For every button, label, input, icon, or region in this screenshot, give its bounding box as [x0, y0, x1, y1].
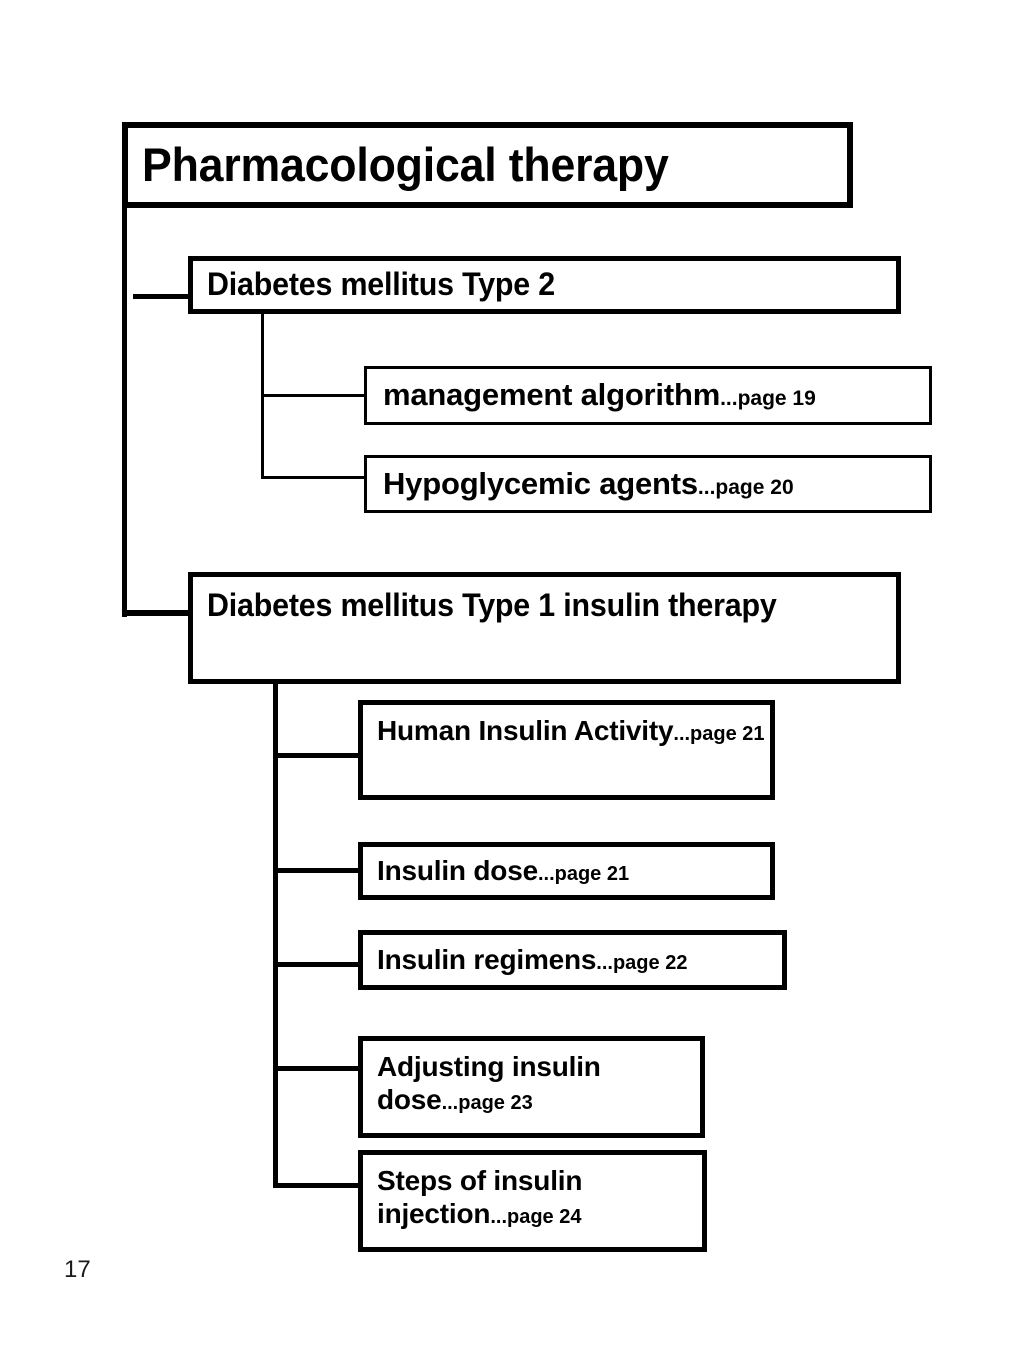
- node-label: Diabetes mellitus Type 2: [207, 266, 555, 303]
- connector-stub-insulin-regimens: [273, 962, 361, 967]
- node-label: Pharmacological therapy: [142, 138, 669, 192]
- page-reference: ...page 22: [596, 952, 688, 975]
- connector-stub-management-algorithm: [261, 394, 367, 397]
- node-adjusting-insulin-dose[interactable]: Adjusting insulin dose...page 23: [358, 1036, 705, 1138]
- node-label-wrap: Human Insulin Activity...page 21: [377, 714, 770, 747]
- page-reference: ...page 19: [720, 387, 816, 411]
- node-label-wrap: Adjusting insulin dose...page 23: [377, 1050, 700, 1116]
- node-pharmacological-therapy[interactable]: Pharmacological therapy: [122, 122, 853, 208]
- node-management-algorithm[interactable]: management algorithm...page 19: [364, 366, 932, 425]
- connector-type1-trunk: [273, 683, 278, 1188]
- node-diabetes-mellitus-type-1-insulin-therapy[interactable]: Diabetes mellitus Type 1 insulin therapy: [188, 572, 901, 684]
- node-label: Adjusting insulin dose: [377, 1051, 601, 1116]
- node-label-wrap: Hypoglycemic agents...page 20: [383, 466, 929, 503]
- page-reference: ...page 24: [490, 1206, 582, 1229]
- page-reference: ...page 23: [441, 1092, 533, 1115]
- connector-stub-hypoglycemic-agents: [261, 476, 367, 479]
- connector-stub-adjusting-insulin-dose: [273, 1066, 361, 1071]
- node-label: Insulin dose: [377, 855, 538, 887]
- node-label: Steps of insulin injection: [377, 1165, 583, 1230]
- connector-root-trunk: [122, 207, 127, 617]
- node-hypoglycemic-agents[interactable]: Hypoglycemic agents...page 20: [364, 455, 932, 513]
- node-label: management algorithm: [383, 377, 721, 413]
- page-reference: ...page 20: [697, 475, 794, 499]
- node-diabetes-mellitus-type-2[interactable]: Diabetes mellitus Type 2: [188, 256, 901, 314]
- node-label: Human Insulin Activity: [377, 715, 674, 746]
- node-label: Hypoglycemic agents: [383, 465, 698, 501]
- node-label-wrap: Insulin dose...page 21: [377, 854, 770, 887]
- connector-stub-type1: [127, 610, 191, 616]
- node-label-wrap: management algorithm...page 19: [383, 377, 929, 414]
- node-insulin-regimens[interactable]: Insulin regimens...page 22: [358, 930, 787, 990]
- node-insulin-dose[interactable]: Insulin dose...page 21: [358, 842, 775, 900]
- node-steps-of-insulin-injection[interactable]: Steps of insulin injection...page 24: [358, 1150, 707, 1252]
- connector-stub-insulin-dose: [273, 868, 361, 873]
- node-label-wrap: Steps of insulin injection...page 24: [377, 1164, 702, 1230]
- node-label: Diabetes mellitus Type 1 insulin therapy: [207, 587, 777, 623]
- node-label-wrap: Insulin regimens...page 22: [377, 943, 782, 976]
- page-reference: ...page 21: [673, 723, 765, 745]
- slide-page-number: 17: [64, 1256, 91, 1283]
- connector-stub-steps-of-insulin-injection: [273, 1183, 361, 1188]
- node-label: Insulin regimens: [377, 944, 597, 976]
- node-human-insulin-activity[interactable]: Human Insulin Activity...page 21: [358, 700, 775, 800]
- connector-stub-type2: [133, 294, 191, 299]
- connector-stub-human-insulin-activity: [273, 753, 361, 758]
- page-reference: ...page 21: [537, 863, 630, 886]
